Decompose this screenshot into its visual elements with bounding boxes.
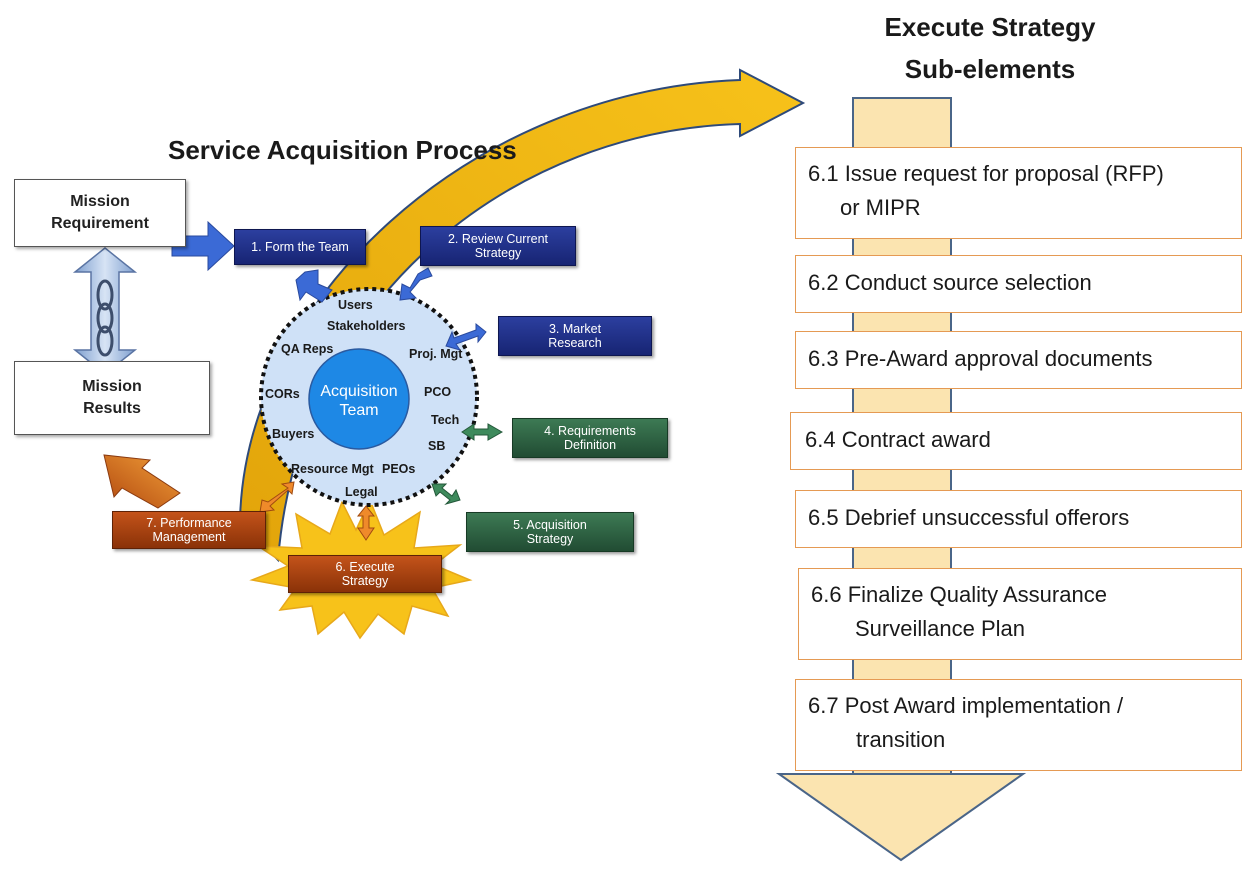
sub-element-6-2: 6.2 Conduct source selection: [795, 255, 1242, 313]
left-title: Service Acquisition Process: [168, 135, 517, 165]
role-legal: Legal: [345, 485, 378, 499]
step-market-research[interactable]: 3. Market Research: [498, 316, 652, 356]
role-resource-mgt: Resource Mgt: [291, 462, 374, 476]
sub-element-6-6-line1: 6.6 Finalize Quality Assurance: [811, 582, 1107, 607]
step-requirements-definition[interactable]: 4. Requirements Definition: [512, 418, 668, 458]
step-acquisition-strategy-line2: Strategy: [526, 532, 574, 546]
sub-element-6-2-label: 6.2 Conduct source selection: [808, 270, 1092, 295]
role-stakeholders: Stakeholders: [327, 319, 406, 333]
role-proj-mgt: Proj. Mgt: [409, 347, 463, 361]
step-review-strategy-line2: Strategy: [474, 246, 522, 260]
mission-results-label: Mission Results: [82, 378, 142, 417]
sub-element-6-6: 6.6 Finalize Quality Assurance Surveilla…: [798, 568, 1242, 660]
hub-center-label: Acquisition Team: [320, 383, 398, 420]
right-title-line1: Execute Strategy: [884, 12, 1096, 42]
sub-element-6-4: 6.4 Contract award: [790, 412, 1242, 470]
step-execute-strategy-line2: Strategy: [341, 574, 389, 588]
step-form-team[interactable]: 1. Form the Team: [234, 229, 366, 265]
mission-requirement-box: Mission Requirement: [14, 179, 186, 247]
sub-element-6-1-line2: or MIPR: [840, 195, 921, 220]
step-performance-management-line1: 7. Performance: [146, 515, 232, 530]
role-buyers: Buyers: [272, 427, 315, 441]
sub-element-6-5: 6.5 Debrief unsuccessful offerors: [795, 490, 1242, 548]
sub-element-6-1: 6.1 Issue request for proposal (RFP) or …: [795, 147, 1242, 239]
right-title-line2: Sub-elements: [904, 54, 1076, 84]
sub-element-6-3-label: 6.3 Pre-Award approval documents: [808, 346, 1153, 371]
column-arrowhead: [775, 773, 1027, 862]
step-execute-strategy[interactable]: 6. Execute Strategy: [288, 555, 442, 593]
role-cors: CORs: [265, 387, 300, 401]
step-performance-management-line2: Management: [152, 530, 226, 544]
step-requirements-definition-line2: Definition: [563, 438, 617, 452]
role-users: Users: [338, 298, 373, 312]
step-acquisition-strategy[interactable]: 5. Acquisition Strategy: [466, 512, 634, 552]
step-market-research-line2: Research: [548, 336, 602, 350]
step-performance-management[interactable]: 7. Performance Management: [112, 511, 266, 549]
sub-element-6-6-line2: Surveillance Plan: [855, 616, 1025, 641]
step-execute-strategy-line1: 6. Execute: [335, 559, 395, 574]
arrow-to-results: [103, 454, 181, 509]
role-peos: PEOs: [382, 462, 416, 476]
sub-element-6-4-label: 6.4 Contract award: [805, 427, 991, 452]
sub-element-6-7: 6.7 Post Award implementation / transiti…: [795, 679, 1242, 771]
role-pco: PCO: [424, 385, 452, 399]
step-requirements-definition-line1: 4. Requirements: [544, 423, 636, 438]
mission-requirement-label: Mission Requirement: [51, 193, 149, 232]
step-review-strategy[interactable]: 2. Review Current Strategy: [420, 226, 576, 266]
sub-element-6-3: 6.3 Pre-Award approval documents: [795, 331, 1242, 389]
role-sb: SB: [428, 439, 446, 453]
step-review-strategy-line1: 2. Review Current: [447, 231, 549, 246]
sub-element-6-5-label: 6.5 Debrief unsuccessful offerors: [808, 505, 1130, 530]
arrow-to-form-team: [171, 220, 235, 272]
mission-results-box: Mission Results: [14, 361, 210, 435]
hub-core: [308, 348, 410, 450]
step-form-team-label: 1. Form the Team: [251, 239, 349, 254]
step-market-research-line1: 3. Market: [548, 321, 602, 336]
role-tech: Tech: [431, 413, 460, 427]
sub-element-6-7-line2: transition: [856, 727, 946, 752]
sub-element-6-7-line1: 6.7 Post Award implementation /: [808, 693, 1124, 718]
connector-arrows: [295, 267, 487, 351]
sub-element-6-1-line1: 6.1 Issue request for proposal (RFP): [808, 161, 1164, 186]
role-qa-reps: QA Reps: [281, 342, 334, 356]
step-acquisition-strategy-line1: 5. Acquisition: [513, 517, 587, 532]
